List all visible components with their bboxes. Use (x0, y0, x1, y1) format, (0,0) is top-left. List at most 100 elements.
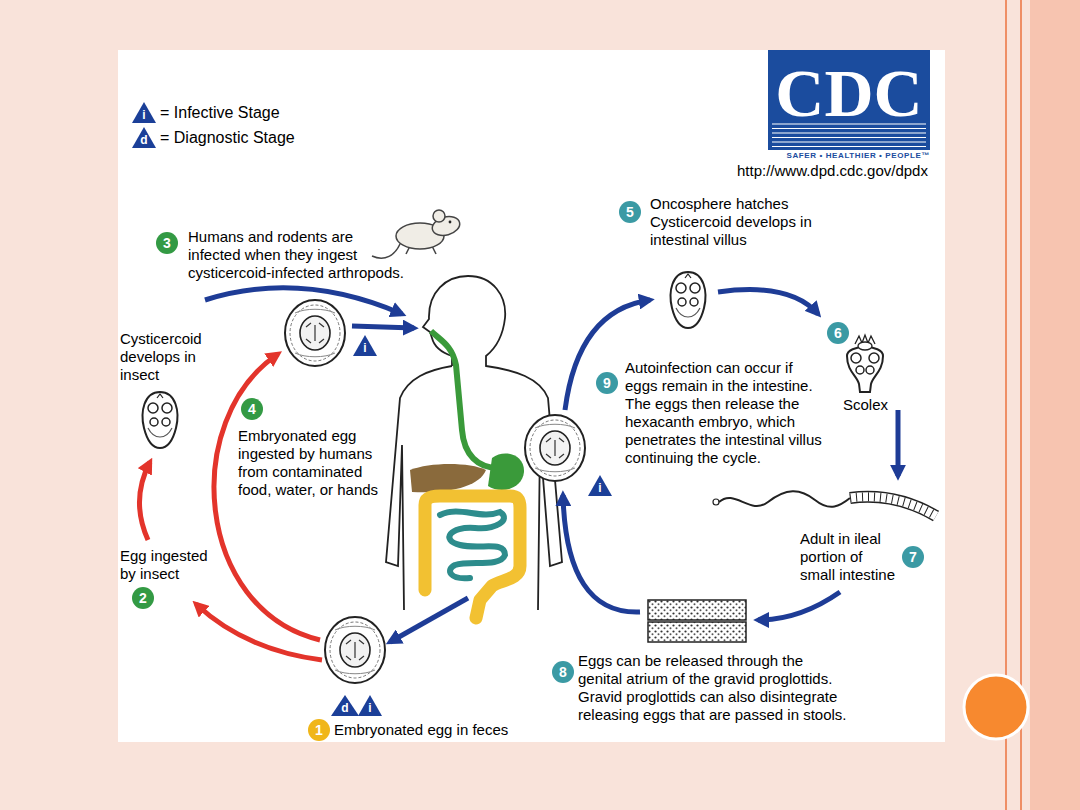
proglottid-drawing (648, 600, 746, 620)
stage-marker: i (358, 695, 382, 716)
logo-box (772, 132, 926, 133)
adult-worm-drawing (850, 497, 936, 516)
rat-drawing (449, 221, 452, 224)
egg-drawing (525, 415, 585, 481)
stage-description: Adult in ileal portion of small intestin… (800, 530, 898, 584)
cysticercoid-drawing (143, 392, 178, 448)
proglottid-drawing (648, 622, 746, 642)
logo-box (772, 137, 926, 138)
logo-box (768, 50, 930, 150)
stage-description: Eggs can be released through the genital… (578, 652, 849, 724)
stage-marker: i (588, 475, 612, 496)
white-panel (118, 50, 945, 742)
liver (410, 464, 486, 492)
callout-number: 5 (619, 201, 641, 223)
callout-digit: 7 (909, 549, 917, 565)
legend-letter: d (132, 133, 156, 148)
callout-number: 2 (132, 587, 154, 609)
stage-description: Embryonated egg in feces (334, 721, 508, 739)
stage-marker-triangle (331, 695, 359, 716)
callout-digit: 6 (834, 325, 842, 341)
legend-text: = Diagnostic Stage (160, 129, 295, 147)
large-intestine (425, 496, 520, 618)
blue-cycle-arrow (718, 290, 818, 314)
callout-digit: 5 (626, 204, 634, 220)
legend-triangle (132, 102, 156, 123)
stage-description: Humans and rodents are infected when the… (188, 228, 407, 282)
rat-drawing (372, 244, 400, 258)
blue-cycle-arrow (896, 410, 901, 476)
stomach (488, 453, 524, 490)
callout-digit: 4 (248, 401, 256, 417)
stage-letter: i (598, 482, 601, 495)
scolex-drawing (866, 366, 874, 374)
logo-box (772, 146, 926, 147)
callout-number: 7 (902, 546, 924, 568)
stage-description: Autoinfection can occur if eggs remain i… (625, 359, 826, 467)
callout-number: 6 (827, 322, 849, 344)
callout-number: 4 (241, 398, 263, 420)
callout-number: 9 (596, 372, 618, 394)
red-cycle-arrow (139, 462, 150, 540)
legend-triangle (132, 102, 156, 148)
stage-marker-triangle (353, 335, 377, 356)
digestive-tract (410, 331, 524, 618)
stage-description: Embryonated egg ingested by humans from … (238, 427, 388, 499)
callout-digit: 2 (139, 590, 147, 606)
stage-description: Oncosphere hatches Cysticercoid develops… (650, 195, 840, 249)
stage-letter: i (363, 342, 366, 355)
logo-text: CDC (768, 56, 930, 130)
egg-drawing (325, 617, 385, 683)
adult-worm-drawing (713, 499, 719, 505)
callout-digit: 8 (559, 664, 567, 680)
legend-letter: i (132, 108, 156, 123)
egg-drawing (285, 300, 345, 366)
proglottid-drawing (648, 600, 746, 642)
callout-digit: 3 (163, 235, 171, 251)
scolex-drawing (858, 342, 872, 350)
stage-marker-triangle (358, 695, 382, 716)
scolex-drawing (847, 347, 883, 392)
blue-cycle-arrow (352, 326, 414, 328)
stage-marker: d (331, 695, 359, 716)
slide-background (1030, 0, 1080, 810)
callout-number: 8 (552, 661, 574, 683)
callout-number: 3 (156, 232, 178, 254)
rat-drawing (433, 210, 445, 222)
adult-worm-drawing (719, 491, 850, 507)
red-cycle-arrow (196, 604, 322, 660)
scolex-drawing (851, 353, 861, 363)
stage-letter: i (368, 702, 371, 715)
legend-text: = Infective Stage (160, 104, 280, 122)
callout-number: 1 (308, 719, 330, 741)
cysticercoid-drawing (143, 272, 706, 448)
stage-marker: i (353, 335, 377, 356)
rat-drawing (372, 210, 462, 258)
stage-letter: d (341, 702, 348, 715)
blue-cycle-arrow (563, 495, 640, 612)
blue-cycle-arrow (758, 592, 840, 620)
scolex-drawing (856, 366, 864, 374)
scolex-drawing (847, 335, 883, 392)
logo-tagline: SAFER • HEALTHIER • PEOPLE™ (768, 151, 930, 160)
red-cycle-arrow (139, 354, 322, 660)
callout-digit: 1 (315, 722, 323, 738)
stage-caption: Egg ingested by insect (120, 547, 215, 583)
adult-worm-drawing (713, 491, 936, 516)
adult-worm-drawing (850, 497, 936, 516)
stage-marker-triangle (588, 475, 612, 496)
logo-box (772, 141, 926, 142)
cysticercoid-drawing (671, 272, 706, 328)
small-intestine (440, 511, 505, 578)
esophagus (431, 331, 498, 468)
blue-cycle-arrow (205, 288, 898, 642)
url-text: http://www.dpd.cdc.gov/dpdx (737, 162, 928, 180)
logo-box (768, 50, 930, 150)
callout-digit: 9 (603, 375, 611, 391)
blue-cycle-arrow (390, 598, 468, 642)
adult-worm-drawing (850, 497, 936, 516)
